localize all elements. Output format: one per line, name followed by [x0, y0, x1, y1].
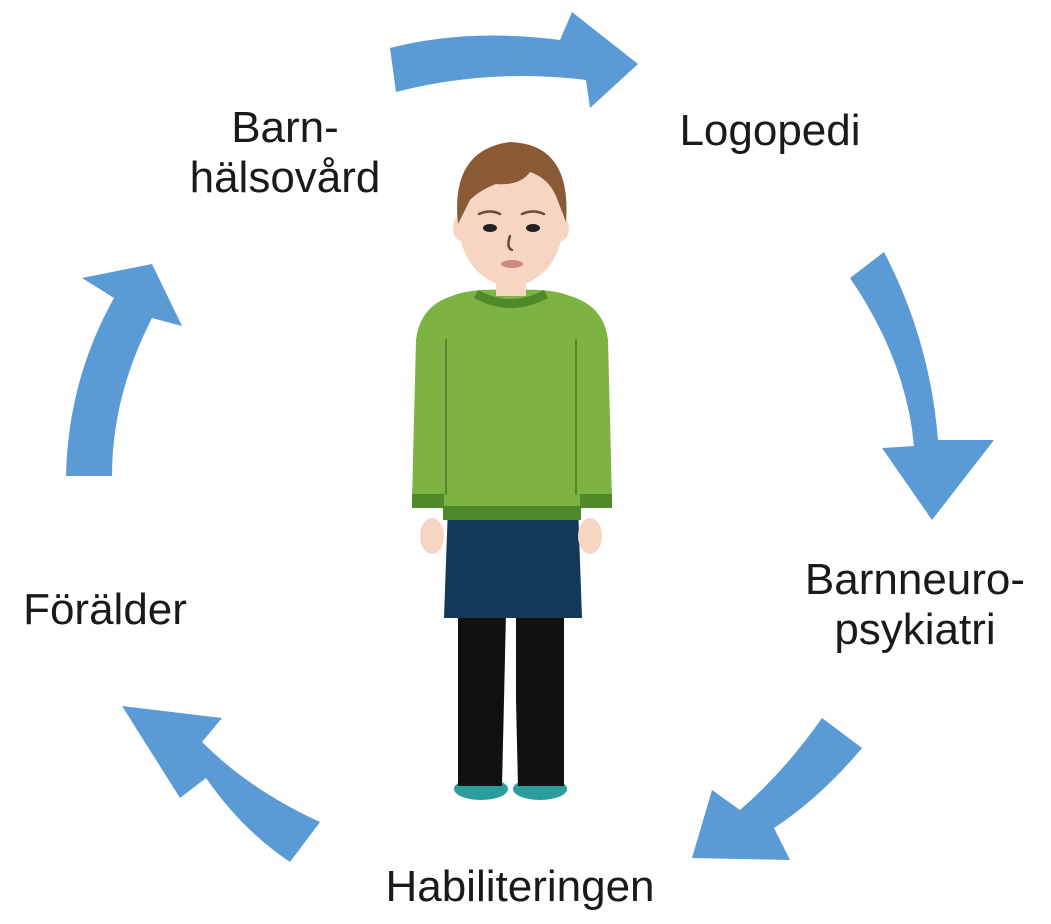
left-eye: [483, 224, 497, 232]
hair: [457, 142, 567, 224]
node-label-line: Habiliteringen: [385, 862, 655, 911]
left-ear: [453, 215, 469, 241]
node-foralder: Förälder: [0, 585, 210, 635]
left-hand: [420, 518, 444, 554]
sweater-collar: [474, 290, 548, 308]
node-label-line: hälsovård: [189, 153, 381, 202]
right-cuff: [580, 494, 612, 508]
node-barnneuropsykiatri: Barnneuro- psykiatri: [780, 555, 1050, 655]
arrow-barnhalsovard-to-logopedi: [390, 12, 638, 108]
nose: [507, 234, 514, 252]
head: [459, 162, 563, 286]
skirt: [444, 506, 582, 618]
sweater-waistband: [443, 506, 581, 520]
node-label-line: Förälder: [23, 585, 187, 634]
node-label-line: Barn-: [231, 103, 339, 152]
right-ear: [553, 215, 569, 241]
mouth: [501, 260, 523, 268]
sweater: [412, 289, 612, 520]
node-label-line: psykiatri: [834, 605, 996, 654]
arrow-foralder-to-barnhalsovard: [66, 264, 182, 476]
arrow-logopedi-to-barnneuro: [850, 252, 994, 520]
right-brow: [520, 210, 546, 216]
right-eye: [526, 224, 540, 232]
arrow-habilitering-to-foralder: [122, 706, 320, 862]
arrow-barnneuro-to-habilitering: [692, 718, 862, 860]
node-label-line: Barnneuro-: [804, 555, 1026, 604]
left-cuff: [412, 494, 444, 508]
node-barnhalsovard: Barn- hälsovård: [150, 103, 420, 203]
left-brow: [477, 210, 502, 216]
right-hand: [578, 518, 602, 554]
node-label-line: Logopedi: [679, 106, 861, 155]
node-logopedi: Logopedi: [640, 106, 900, 156]
node-habiliteringen: Habiliteringen: [360, 862, 680, 912]
left-leg: [458, 612, 506, 786]
right-leg: [516, 612, 564, 786]
